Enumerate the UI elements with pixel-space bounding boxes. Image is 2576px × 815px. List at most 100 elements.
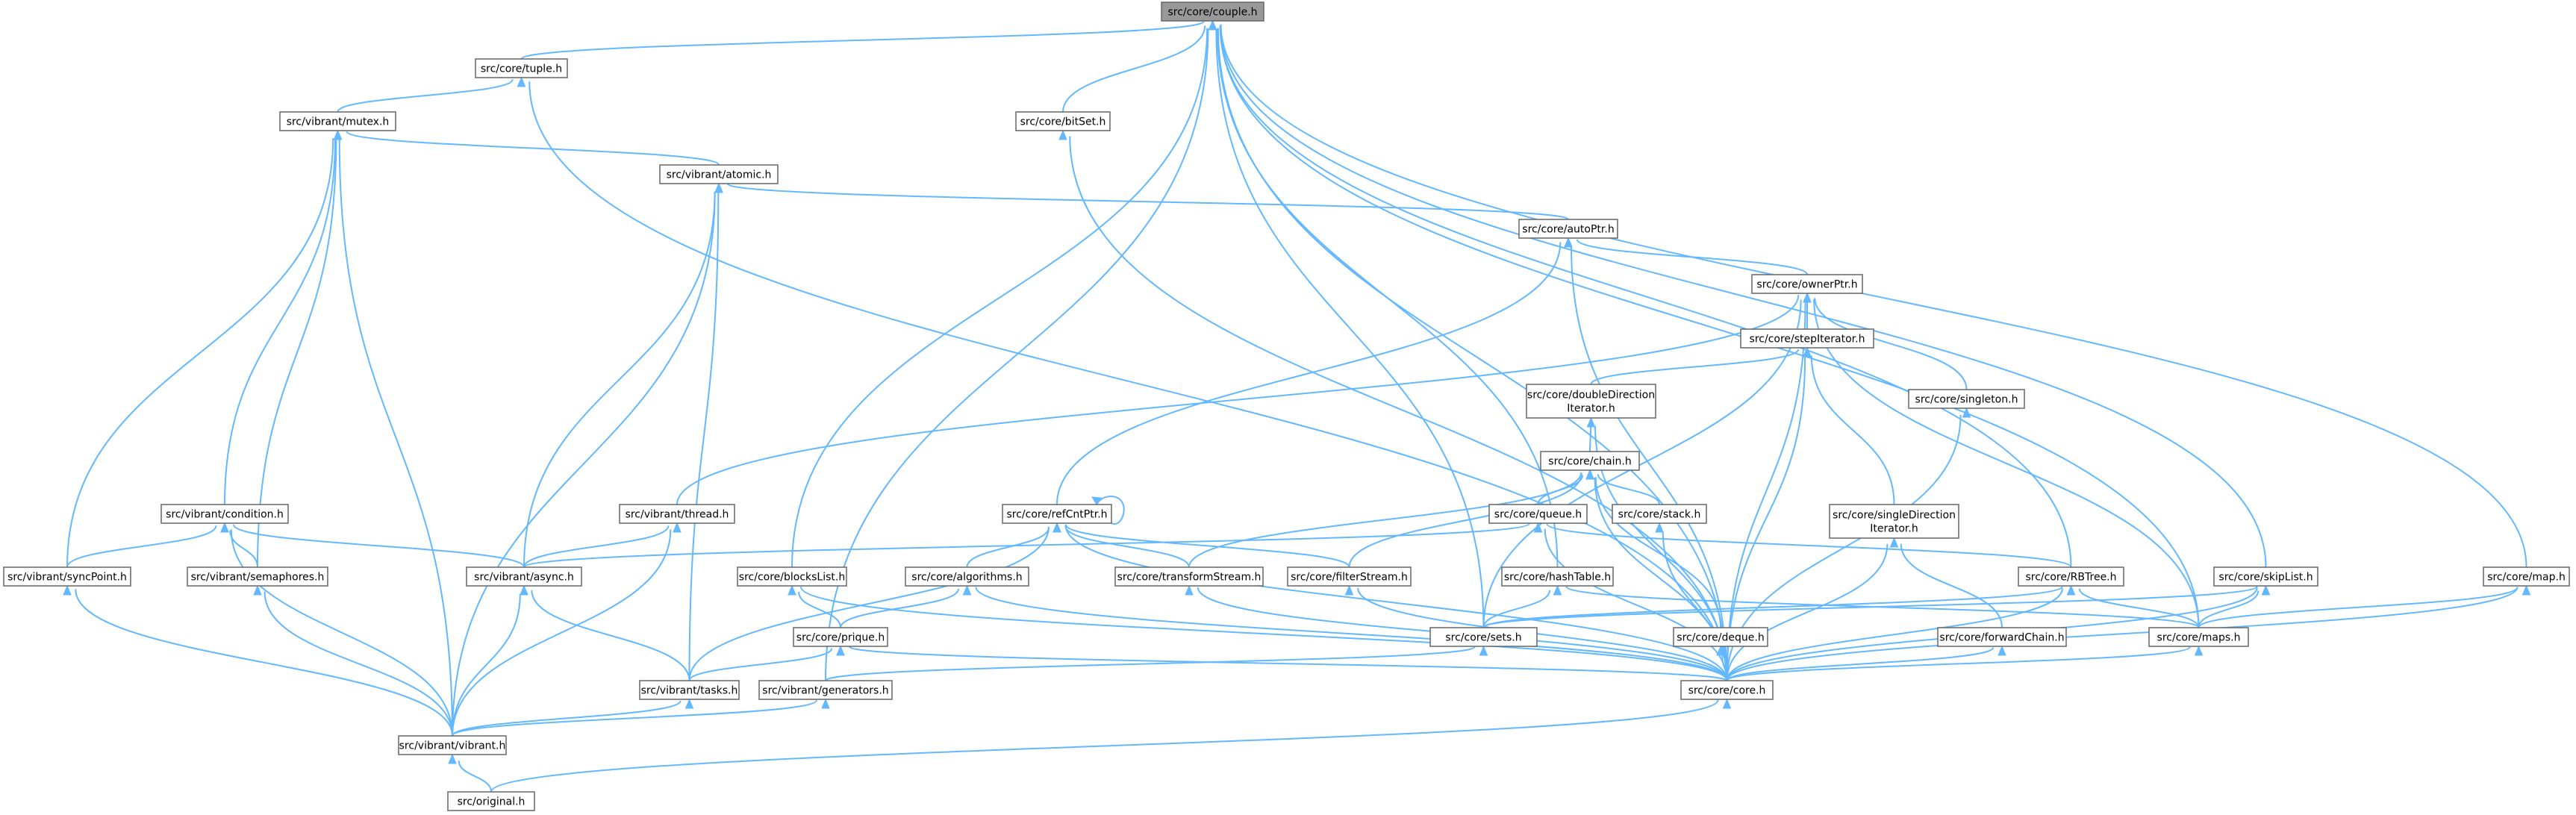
edge-line [520,20,1205,60]
node-generators[interactable]: src/vibrant/generators.h [758,680,893,700]
edge-vibrant-to-generators [452,698,830,737]
edge-tuple-to-couple [520,19,1217,60]
node-box [2213,566,2318,587]
edge-arrowhead [63,584,72,596]
edge-arrowhead [1564,237,1573,248]
node-label: src/core/singleton.h [1915,394,2018,406]
node-box [1161,1,1264,22]
edge-line [490,699,1719,793]
node-thread[interactable]: src/vibrant/thread.h [619,504,735,524]
node-box [3,566,131,587]
edge-line [346,131,720,166]
node-label: src/core/RBTree.h [2025,572,2116,584]
edge-arrowhead [2066,584,2076,596]
node-box [160,504,289,524]
node-stepiterator[interactable]: src/core/stepIterator.h [1740,328,1874,349]
edge-original-to-vibrant [448,753,492,793]
edge-arrowhead [220,522,229,533]
edge-line [452,529,672,737]
edge-arrowhead [788,584,796,596]
node-async[interactable]: src/vibrant/async.h [466,566,582,587]
node-transformstream[interactable]: src/core/transformStream.h [1114,566,1264,587]
node-queue[interactable]: src/core/queue.h [1488,504,1588,524]
node-semaphores[interactable]: src/vibrant/semaphores.h [187,566,328,587]
node-box [1680,680,1774,700]
edge-core-to-ownerptr [1726,292,1812,681]
edge-line [1726,588,2063,681]
node-box [187,566,328,587]
node-label: src/core/autoPtr.h [1522,224,1614,236]
node-chain[interactable]: src/core/chain.h [1540,451,1640,471]
edge-semaphores-to-mutex [257,129,343,568]
edge-core-to-map [1726,584,2531,681]
node-deque[interactable]: src/core/deque.h [1673,627,1768,647]
node-ownerptr[interactable]: src/core/ownerPtr.h [1751,274,1863,294]
edge-line [338,139,453,737]
node-map[interactable]: src/core/map.h [2483,566,2570,587]
edge-ownerptr-to-autoptr [1564,237,1808,275]
node-autoptr[interactable]: src/core/autoPtr.h [1518,219,1618,239]
node-vibrant[interactable]: src/vibrant/vibrant.h [398,735,507,755]
edge-arrowhead [714,182,723,193]
node-label: src/core/chain.h [1548,456,1631,468]
edge-arrowhead [517,76,526,87]
node-tuple[interactable]: src/core/tuple.h [475,58,568,78]
edge-line [458,761,492,793]
edge-arrowhead [962,584,972,596]
node-core[interactable]: src/core/core.h [1680,680,1774,700]
node-condition[interactable]: src/vibrant/condition.h [160,504,289,524]
edge-arrowhead [1716,645,1725,656]
node-tasks[interactable]: src/vibrant/tasks.h [639,680,740,700]
edge-arrowhead [1344,584,1354,596]
edge-refcntptr-to-autoptr [1056,237,1573,505]
node-label: src/core/deque.h [1677,632,1764,644]
edge-line [66,525,217,568]
node-label: src/core/queue.h [1494,509,1582,521]
node-blockslist[interactable]: src/core/blocksList.h [737,566,847,587]
node-stack[interactable]: src/core/stack.h [1612,504,1707,524]
node-skiplist[interactable]: src/core/skipList.h [2213,566,2318,587]
edge-prique-to-algorithms [840,584,972,628]
node-sets[interactable]: src/core/sets.h [1429,627,1538,647]
node-rbtree[interactable]: src/core/RBTree.h [2018,566,2124,587]
edge-line [1064,525,1190,568]
edge-core-to-couple [1208,19,1728,681]
node-box [1937,627,2067,647]
edge-line [1597,474,1660,505]
edge-tasks-to-async [520,584,690,681]
edge-line [257,139,337,568]
node-maps[interactable]: src/core/maps.h [2148,627,2249,647]
edge-arrowhead [1655,522,1664,533]
node-atomic[interactable]: src/vibrant/atomic.h [659,164,779,184]
edge-map-to-couple [1208,19,2527,568]
node-forwardchain[interactable]: src/core/forwardChain.h [1937,627,2067,647]
node-refcntptr[interactable]: src/core/refCntPtr.h [1002,504,1112,524]
node-filterstream[interactable]: src/core/filterStream.h [1287,566,1412,587]
node-algorithms[interactable]: src/core/algorithms.h [905,566,1029,587]
node-hashtable[interactable]: src/core/hashTable.h [1501,566,1614,587]
node-bitset[interactable]: src/core/bitSet.h [1015,111,1111,131]
node-label: src/core/forwardChain.h [1939,632,2064,644]
node-prique[interactable]: src/core/prique.h [793,627,888,647]
edge-line [1726,646,1995,681]
node-singleton[interactable]: src/core/singleton.h [1908,389,2025,409]
edge-arrowhead [1058,129,1067,140]
node-box [279,111,396,131]
node-label: src/vibrant/async.h [474,572,574,584]
node-box [1751,274,1863,294]
node-box [619,504,735,524]
edge-core-to-algorithms [962,584,1728,681]
edge-line [1217,28,1728,681]
node-mutex[interactable]: src/vibrant/mutex.h [279,111,396,131]
edge-doubledir-to-stepiterator [1590,346,1812,385]
node-couple[interactable]: src/core/couple.h [1161,1,1264,22]
edge-line [1220,24,2527,568]
node-original[interactable]: src/original.h [447,791,535,811]
edge-vibrant-to-semaphores [253,584,453,737]
edge-line [840,588,960,628]
node-label: src/core/bitSet.h [1020,116,1106,128]
node-syncpoint[interactable]: src/vibrant/syncPoint.h [3,566,131,587]
edge-vibrant-to-tasks [452,698,694,737]
